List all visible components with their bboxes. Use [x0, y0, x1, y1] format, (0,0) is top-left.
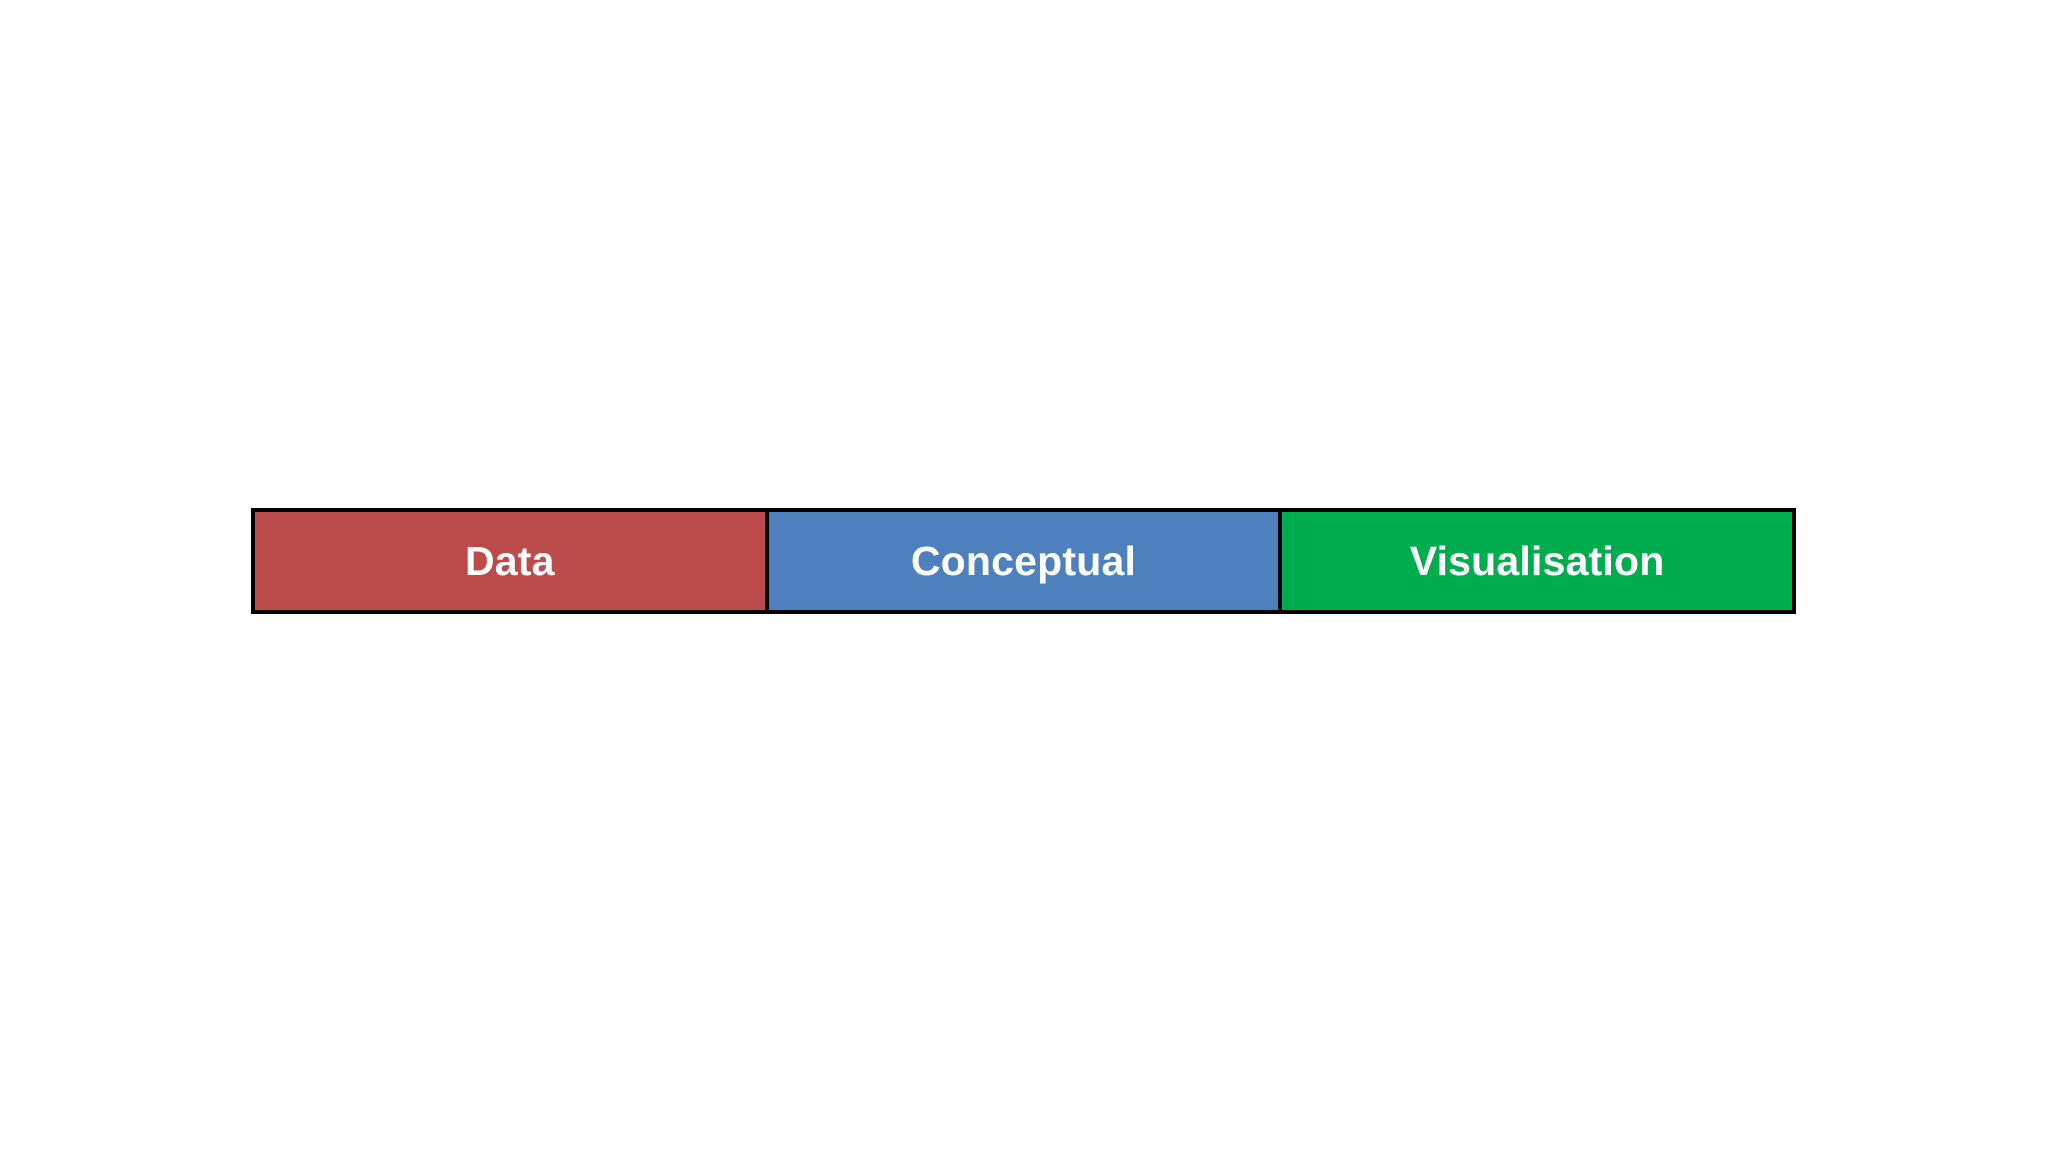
- process-bar: Data Conceptual Visualisation: [251, 508, 1796, 614]
- process-stage-visualisation[interactable]: Visualisation: [1278, 512, 1793, 610]
- process-stage-conceptual[interactable]: Conceptual: [764, 512, 1279, 610]
- process-stage-label: Conceptual: [910, 537, 1137, 584]
- process-stage-label: Data: [465, 537, 555, 584]
- process-stage-data[interactable]: Data: [255, 512, 765, 610]
- process-stage-label: Visualisation: [1409, 537, 1665, 584]
